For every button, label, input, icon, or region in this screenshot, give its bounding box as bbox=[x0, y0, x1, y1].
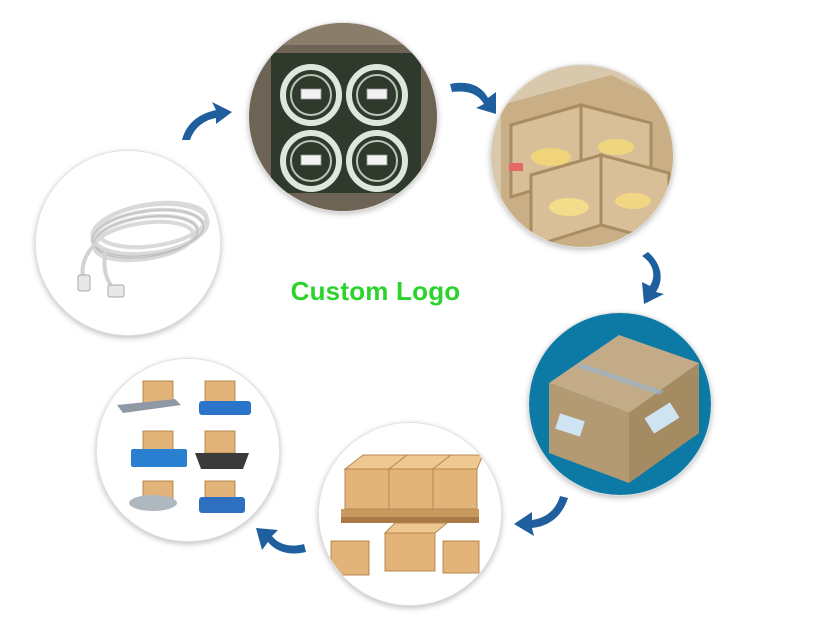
arrow-box-to-pallet bbox=[512, 492, 572, 540]
arrow-pallet-to-shipping bbox=[250, 522, 310, 570]
curved-arrow-icon bbox=[256, 528, 306, 554]
shipping-methods-icon bbox=[97, 359, 279, 541]
pallet-boxes-icon bbox=[319, 423, 501, 605]
curved-arrow-icon bbox=[514, 496, 568, 536]
curved-arrow-icon bbox=[182, 102, 232, 140]
arrow-cable-to-coils bbox=[176, 100, 236, 148]
truck-icon bbox=[131, 449, 187, 467]
patch-cable-icon bbox=[36, 151, 220, 335]
step-shipping-methods-circle bbox=[96, 358, 280, 542]
step-carton-dividers-circle bbox=[490, 64, 674, 248]
arrow-coils-to-dividers bbox=[446, 70, 506, 118]
train-icon bbox=[199, 401, 251, 415]
airplane-icon bbox=[117, 399, 181, 413]
step-sealed-box-circle bbox=[528, 312, 712, 496]
sealed-box-icon bbox=[529, 313, 711, 495]
custom-logo-title: Custom Logo bbox=[290, 276, 461, 306]
helicopter-icon bbox=[129, 495, 177, 511]
curved-arrow-icon bbox=[450, 82, 496, 114]
arrow-dividers-to-box bbox=[630, 250, 674, 306]
step-cable-circle bbox=[35, 150, 221, 336]
step-packed-coils-circle bbox=[248, 22, 438, 212]
carton-dividers-icon bbox=[491, 65, 673, 247]
ship-icon bbox=[195, 453, 249, 469]
step-pallet-boxes-circle bbox=[318, 422, 502, 606]
curved-arrow-icon bbox=[642, 252, 664, 304]
packed-coils-icon bbox=[249, 23, 437, 211]
van-icon bbox=[199, 497, 245, 513]
